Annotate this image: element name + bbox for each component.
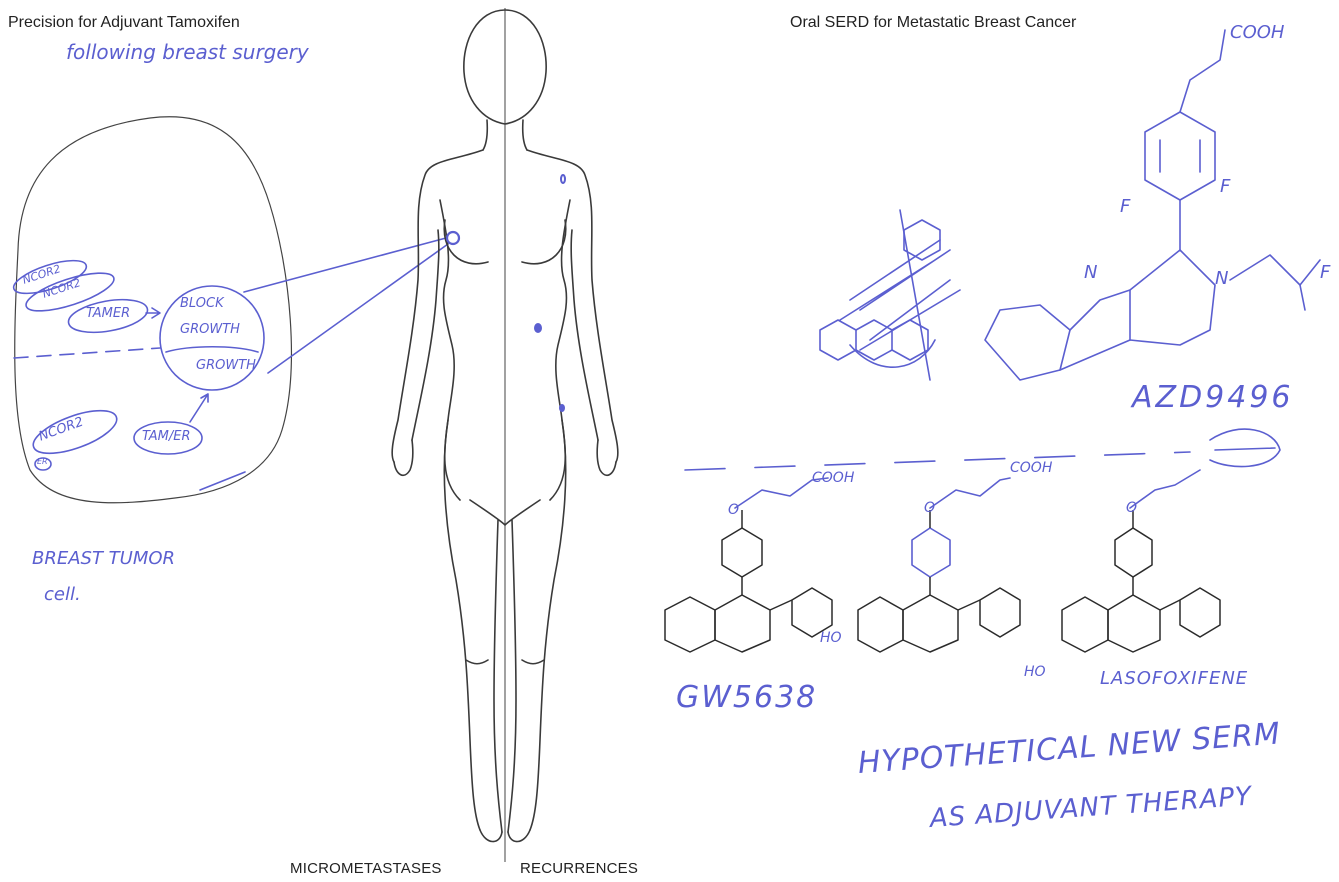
recurrence-dot-1 (561, 175, 565, 183)
f-left-label: F (1120, 196, 1130, 217)
f-chain-label: F (1320, 262, 1330, 283)
subtitle-handwritten: following breast surgery (66, 40, 309, 64)
connector-line-bottom (268, 244, 448, 373)
tam-er-label: TAM/ER (142, 429, 190, 444)
growth-label-1: GROWTH (180, 322, 240, 337)
structure-serm-2 (858, 478, 1020, 652)
azd9496-structure (985, 30, 1320, 380)
gw5638-label: GW5638 (676, 680, 817, 715)
growth-split-line (166, 347, 258, 352)
cell-divider-dashed (14, 348, 160, 358)
n-amine-label: N (1215, 268, 1228, 289)
scribbled-structure (820, 210, 960, 380)
f-right-label: F (1220, 176, 1230, 197)
n-ring-label: N (1084, 262, 1097, 283)
growth-label-2: GROWTH (196, 358, 256, 373)
tamer-label: TAMER (86, 306, 130, 321)
block-label: BLOCK (180, 296, 224, 311)
recurrence-dot-2 (534, 323, 542, 333)
cooh-label-1: COOH (812, 470, 854, 486)
ho-label-3: HO (1024, 664, 1046, 680)
structure-lasofoxifene (1062, 470, 1220, 652)
o-label-1: O (728, 502, 739, 518)
azd9496-label: AZD9496 (1132, 380, 1294, 415)
tam-er-up-arrow (190, 394, 208, 422)
cooh-top-label: COOH (1230, 22, 1284, 43)
right-dashed-separator (685, 452, 1190, 470)
footer-recurrences: RECURRENCES (520, 860, 638, 877)
o-label-2: O (924, 500, 935, 516)
cell-caption-line1: BREAST TUMOR (32, 548, 175, 569)
lasofoxifene-label: LASOFOXIFENE (1100, 668, 1248, 689)
er-small-label: ER (37, 457, 48, 466)
left-title: Precision for Adjuvant Tamoxifen (8, 14, 240, 32)
structure-gw5638 (665, 478, 832, 652)
cell-caption-line2: cell. (44, 584, 81, 605)
connector-line-top (244, 238, 446, 292)
o-label-3: O (1126, 500, 1137, 516)
primary-tumor-marker (447, 232, 459, 244)
ho-label-2: HO (820, 630, 842, 646)
recurrence-dot-3 (559, 404, 565, 412)
footer-micrometastases: MICROMETASTASES (290, 860, 442, 877)
right-title: Oral SERD for Metastatic Breast Cancer (790, 14, 1076, 32)
cooh-label-2: COOH (1010, 460, 1052, 476)
scribble-top-right (1210, 429, 1280, 466)
